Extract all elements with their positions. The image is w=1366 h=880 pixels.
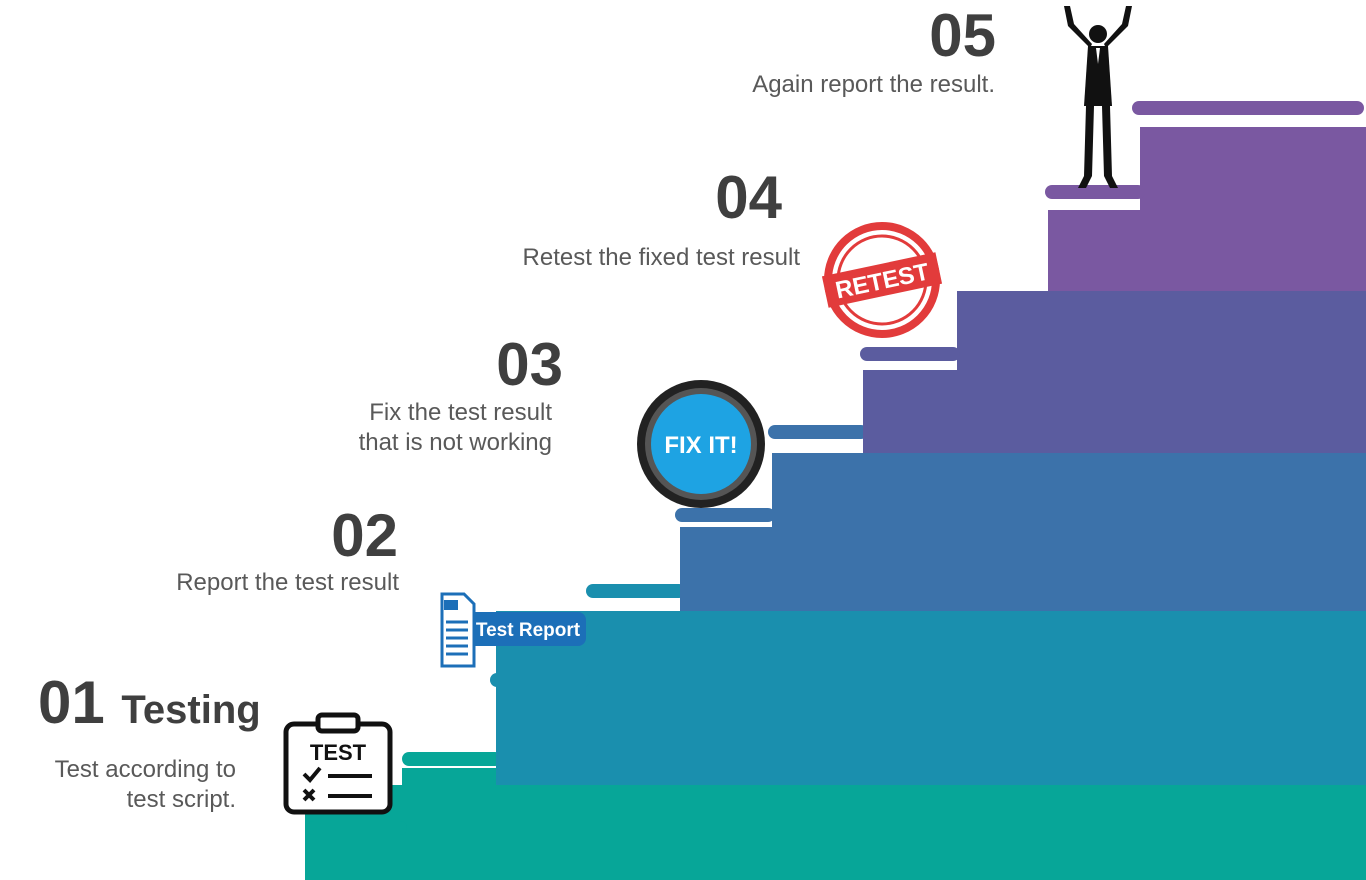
step-2-description: Report the test result xyxy=(176,568,399,598)
step-2-number: 02 xyxy=(331,502,398,569)
step-3-block xyxy=(680,527,1366,611)
step-1-description-line-2: test script. xyxy=(126,786,236,813)
step-5-description: Again report the result. xyxy=(752,70,995,100)
fix-it-label: FIX IT! xyxy=(664,432,737,459)
step-3-description: Fix the test result that is not working xyxy=(359,398,552,458)
step-1-description-line-1: Test according to xyxy=(54,756,236,783)
step-2-block xyxy=(496,611,1366,785)
step-1-ledge xyxy=(307,821,407,835)
step-2-lower xyxy=(402,768,496,785)
celebrating-man-icon xyxy=(1064,6,1132,188)
step-1-description: Test according to test script. xyxy=(55,755,236,815)
step-5-number: 05 xyxy=(929,2,996,69)
step-3-description-line-1: Fix the test result xyxy=(369,399,552,426)
step-5-description-line-1: Again report the result. xyxy=(752,71,995,98)
step-1-number: 01 Testing xyxy=(38,669,261,736)
test-report-label: Test Report xyxy=(476,620,581,641)
step-5-block xyxy=(1048,210,1366,291)
clipboard-test-label: TEST xyxy=(310,740,367,765)
step-1-ledge-top xyxy=(402,752,502,766)
step-4-ledge xyxy=(860,347,960,361)
step-4-upper xyxy=(957,291,1366,370)
step-3-number: 03 xyxy=(496,331,563,398)
step-4-description: Retest the fixed test result xyxy=(523,243,800,273)
step-5-ledge-top xyxy=(1132,101,1364,115)
clipboard-test-icon: TEST xyxy=(283,712,393,815)
step-5-upper xyxy=(1140,127,1366,210)
step-3-upper xyxy=(772,453,1366,527)
step-2-ledge xyxy=(490,673,590,687)
step-4-block xyxy=(863,370,1366,453)
step-1-block xyxy=(305,785,1366,880)
step-2-description-line-1: Report the test result xyxy=(176,569,399,596)
retest-stamp-icon: RETEST xyxy=(821,222,943,338)
step-3-ledge xyxy=(675,508,775,522)
step-3-description-line-2: that is not working xyxy=(358,429,552,456)
step-3-ledge-top xyxy=(768,425,868,439)
test-report-icon: Test Report xyxy=(440,592,586,668)
step-4-number: 04 xyxy=(715,164,782,231)
step-5-ledge xyxy=(1045,185,1145,199)
step-1-title: Testing xyxy=(121,688,261,732)
step-2-ledge-top xyxy=(586,584,686,598)
fix-it-button-icon: FIX IT! xyxy=(637,380,765,508)
step-4-description-line-1: Retest the fixed test result xyxy=(522,244,800,271)
